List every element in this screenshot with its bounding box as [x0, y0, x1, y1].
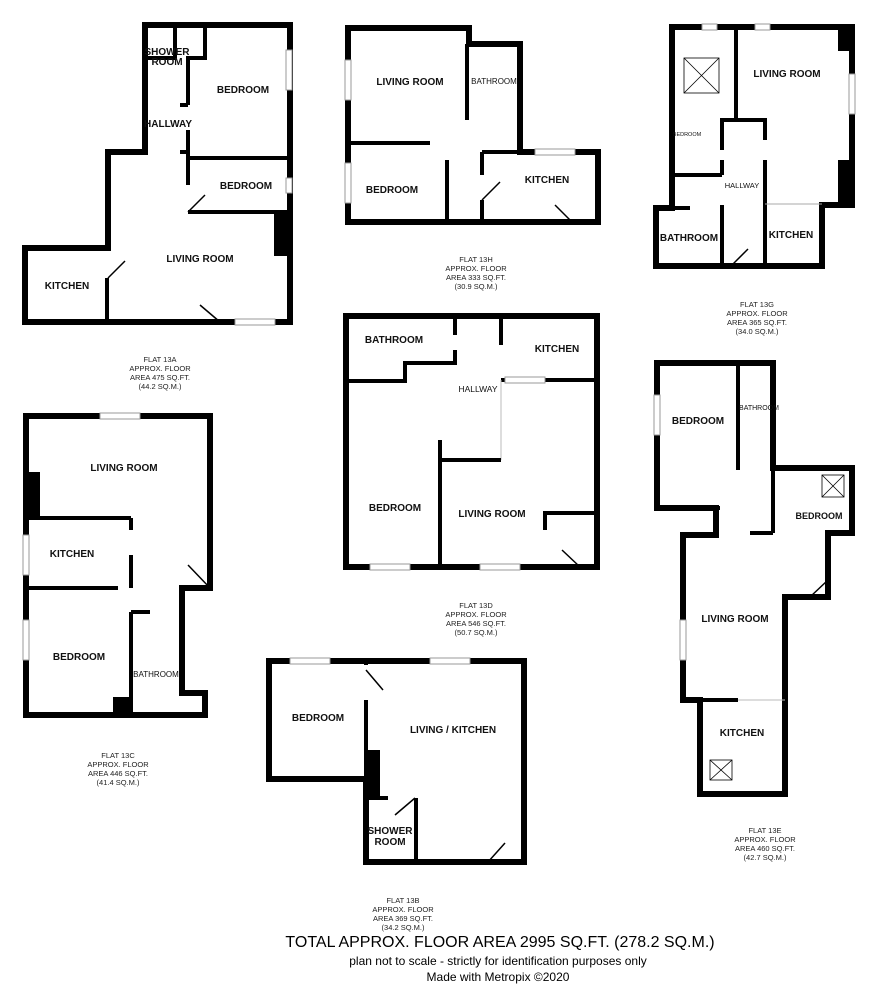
room-label: BATHROOM [471, 77, 517, 86]
room-label: BEDROOM [220, 181, 272, 192]
svg-text:APPROX. FLOOR: APPROX. FLOOR [734, 835, 796, 844]
room-label: ROOM [151, 57, 182, 68]
room-label: BEDROOM [672, 416, 724, 427]
flat-caption: FLAT 13D APPROX. FLOOR AREA 546 SQ.FT. (… [445, 601, 507, 637]
flat-13e [653, 360, 855, 797]
room-label: BEDROOM [53, 652, 105, 663]
svg-text:FLAT 13C: FLAT 13C [101, 751, 135, 760]
disclaimer: plan not to scale - strictly for identif… [349, 954, 646, 968]
svg-text:(34.0 SQ.M.): (34.0 SQ.M.) [736, 327, 779, 336]
skylight-icon [683, 57, 720, 94]
room-label: SHOWER [368, 826, 414, 837]
flat-13c [22, 412, 213, 718]
room-label: LIVING ROOM [701, 614, 768, 625]
svg-text:(42.7 SQ.M.): (42.7 SQ.M.) [744, 853, 787, 862]
svg-text:FLAT 13D: FLAT 13D [459, 601, 493, 610]
room-label: KITCHEN [45, 281, 89, 292]
svg-text:FLAT 13E: FLAT 13E [748, 826, 781, 835]
svg-text:APPROX. FLOOR: APPROX. FLOOR [87, 760, 149, 769]
svg-text:APPROX. FLOOR: APPROX. FLOOR [129, 364, 191, 373]
room-label: HALLWAY [725, 181, 759, 190]
svg-text:(41.4 SQ.M.): (41.4 SQ.M.) [97, 778, 140, 787]
room-label: LIVING ROOM [753, 69, 820, 80]
room-label: HALLWAY [144, 119, 192, 130]
flat-caption: FLAT 13E APPROX. FLOOR AREA 460 SQ.FT. (… [734, 826, 796, 862]
svg-text:(44.2 SQ.M.): (44.2 SQ.M.) [139, 382, 182, 391]
room-label: BATHROOM [660, 233, 718, 244]
flat-13d [343, 313, 600, 571]
svg-text:AREA 446 SQ.FT.: AREA 446 SQ.FT. [88, 769, 148, 778]
skylight-icon [821, 474, 845, 498]
room-label: BATHROOM [133, 670, 179, 679]
room-label: BEDROOM [673, 132, 702, 138]
svg-text:AREA 460 SQ.FT.: AREA 460 SQ.FT. [735, 844, 795, 853]
room-label: BATHROOM [739, 405, 779, 412]
room-label: KITCHEN [720, 728, 764, 739]
svg-text:AREA 333 SQ.FT.: AREA 333 SQ.FT. [446, 273, 506, 282]
flat-caption: FLAT 13C APPROX. FLOOR AREA 446 SQ.FT. (… [87, 751, 149, 787]
flat-13a [22, 22, 293, 326]
flat-13h [344, 25, 601, 225]
svg-text:AREA 546 SQ.FT.: AREA 546 SQ.FT. [446, 619, 506, 628]
room-label: BEDROOM [796, 511, 843, 521]
svg-text:(30.9 SQ.M.): (30.9 SQ.M.) [455, 282, 498, 291]
room-label: HALLWAY [458, 384, 497, 394]
svg-text:AREA 365 SQ.FT.: AREA 365 SQ.FT. [727, 318, 787, 327]
room-label: BEDROOM [217, 85, 269, 96]
room-label: SHOWER [145, 47, 191, 58]
svg-text:(50.7 SQ.M.): (50.7 SQ.M.) [455, 628, 498, 637]
room-label: LIVING ROOM [166, 254, 233, 265]
room-label: KITCHEN [525, 175, 569, 186]
room-label: KITCHEN [535, 344, 579, 355]
flat-caption: FLAT 13G APPROX. FLOOR AREA 365 SQ.FT. (… [726, 300, 788, 336]
svg-text:FLAT 13G: FLAT 13G [740, 300, 774, 309]
svg-text:APPROX. FLOOR: APPROX. FLOOR [372, 905, 434, 914]
svg-text:FLAT 13B: FLAT 13B [386, 896, 419, 905]
flat-13b [266, 657, 527, 865]
flat-caption: FLAT 13A APPROX. FLOOR AREA 475 SQ.FT. (… [129, 355, 191, 391]
total-area: TOTAL APPROX. FLOOR AREA 2995 SQ.FT. (27… [285, 934, 714, 951]
svg-text:APPROX. FLOOR: APPROX. FLOOR [445, 610, 507, 619]
room-label: KITCHEN [50, 549, 94, 560]
skylight-icon [709, 759, 733, 781]
svg-text:FLAT 13H: FLAT 13H [459, 255, 493, 264]
room-label: BATHROOM [365, 335, 423, 346]
svg-text:FLAT 13A: FLAT 13A [143, 355, 176, 364]
flat-caption: FLAT 13H APPROX. FLOOR AREA 333 SQ.FT. (… [445, 255, 507, 291]
room-label: BEDROOM [292, 713, 344, 724]
svg-text:(34.2 SQ.M.): (34.2 SQ.M.) [382, 923, 425, 932]
room-label: KITCHEN [769, 230, 813, 241]
room-label: BEDROOM [369, 503, 421, 514]
svg-text:AREA 369 SQ.FT.: AREA 369 SQ.FT. [373, 914, 433, 923]
flat-13g [653, 23, 856, 269]
svg-text:AREA 475 SQ.FT.: AREA 475 SQ.FT. [130, 373, 190, 382]
svg-text:APPROX. FLOOR: APPROX. FLOOR [726, 309, 788, 318]
room-label: ROOM [374, 837, 405, 848]
room-label: LIVING ROOM [458, 509, 525, 520]
flat-caption: FLAT 13B APPROX. FLOOR AREA 369 SQ.FT. (… [372, 896, 434, 932]
room-label: LIVING / KITCHEN [410, 725, 496, 736]
room-label: LIVING ROOM [90, 463, 157, 474]
room-label: LIVING ROOM [376, 77, 443, 88]
svg-text:APPROX. FLOOR: APPROX. FLOOR [445, 264, 507, 273]
room-label: BEDROOM [366, 185, 418, 196]
credit: Made with Metropix ©2020 [427, 970, 570, 984]
